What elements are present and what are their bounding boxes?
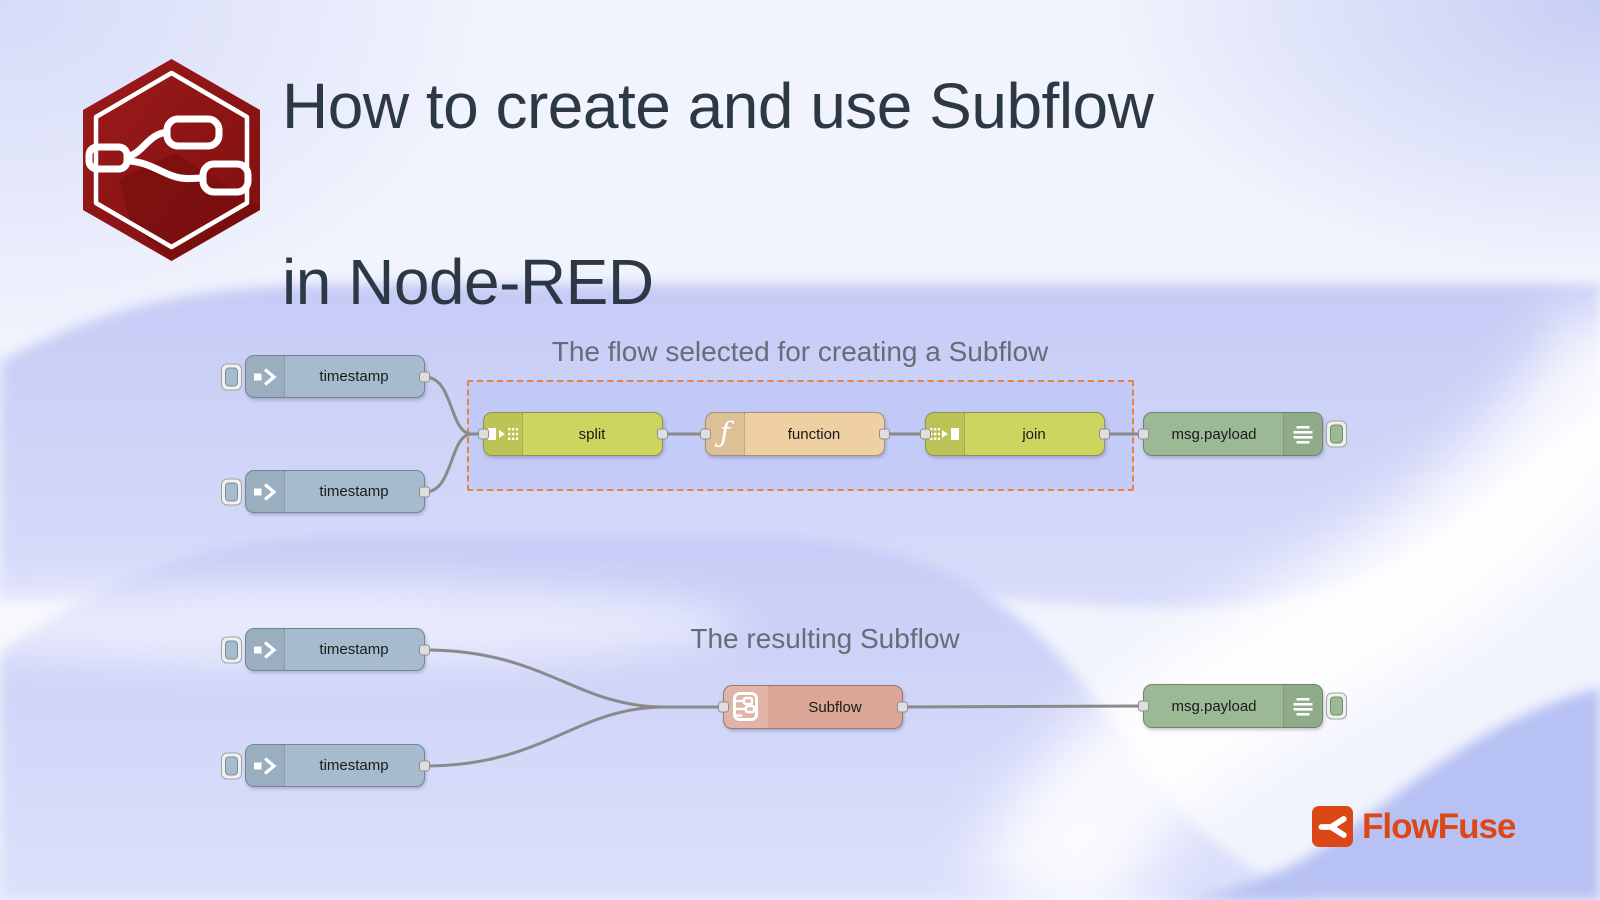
node-label: timestamp bbox=[319, 368, 389, 385]
function-glyph: ƒ bbox=[719, 415, 731, 449]
node-label: msg.payload bbox=[1171, 425, 1257, 443]
inject-arrow-icon bbox=[246, 745, 285, 786]
debug-node-1[interactable]: msg.payload bbox=[1138, 412, 1347, 456]
inject-button[interactable] bbox=[221, 478, 242, 505]
output-port[interactable] bbox=[419, 371, 430, 382]
debug-icon bbox=[1283, 413, 1322, 455]
output-port[interactable] bbox=[657, 428, 668, 440]
page-title: How to create and use Subflow in Node-RE… bbox=[282, 62, 1154, 326]
output-port[interactable] bbox=[419, 486, 430, 497]
input-port[interactable] bbox=[700, 428, 711, 440]
function-icon: ƒ bbox=[706, 413, 745, 455]
debug-toggle-button[interactable] bbox=[1326, 420, 1347, 448]
flowfuse-logo: FlowFuse bbox=[1312, 806, 1516, 847]
inject-node-timestamp-1[interactable]: timestamp bbox=[221, 355, 430, 398]
debug-toggle-button[interactable] bbox=[1326, 692, 1347, 720]
input-port[interactable] bbox=[478, 428, 489, 440]
input-port[interactable] bbox=[920, 428, 931, 440]
node-red-logo-icon bbox=[83, 59, 260, 261]
inject-arrow-icon bbox=[246, 356, 285, 397]
caption-selected-flow: The flow selected for creating a Subflow bbox=[551, 336, 1049, 367]
output-port[interactable] bbox=[879, 428, 890, 440]
inject-button[interactable] bbox=[221, 636, 242, 663]
input-port[interactable] bbox=[1138, 700, 1149, 712]
inject-arrow-icon bbox=[246, 471, 285, 512]
inject-node-timestamp-4[interactable]: timestamp bbox=[221, 744, 430, 787]
inject-button[interactable] bbox=[221, 752, 242, 779]
title-line-1: How to create and use Subflow bbox=[282, 70, 1154, 142]
node-label: timestamp bbox=[319, 757, 389, 774]
join-node[interactable]: join bbox=[920, 412, 1110, 456]
flowfuse-wordmark: FlowFuse bbox=[1362, 806, 1516, 846]
title-line-2: in Node-RED bbox=[282, 246, 654, 318]
inject-node-timestamp-3[interactable]: timestamp bbox=[221, 628, 430, 671]
node-label: timestamp bbox=[319, 483, 389, 500]
output-port[interactable] bbox=[419, 760, 430, 771]
input-port[interactable] bbox=[1138, 428, 1149, 440]
debug-icon bbox=[1283, 685, 1322, 727]
node-label: function bbox=[787, 425, 841, 443]
input-port[interactable] bbox=[718, 701, 729, 713]
node-label: timestamp bbox=[319, 641, 389, 658]
function-node[interactable]: ƒ function bbox=[700, 412, 890, 456]
caption-resulting-subflow: The resulting Subflow bbox=[690, 623, 960, 654]
node-label: split bbox=[578, 425, 606, 443]
output-port[interactable] bbox=[419, 644, 430, 655]
subflow-icon bbox=[724, 686, 769, 728]
debug-node-2[interactable]: msg.payload bbox=[1138, 684, 1347, 728]
subflow-node[interactable]: Subflow bbox=[718, 685, 908, 729]
split-icon bbox=[484, 413, 523, 455]
inject-node-timestamp-2[interactable]: timestamp bbox=[221, 470, 430, 513]
inject-arrow-icon bbox=[246, 629, 285, 670]
node-label: join bbox=[1022, 425, 1046, 443]
split-node[interactable]: split bbox=[478, 412, 668, 456]
output-port[interactable] bbox=[897, 701, 908, 713]
flowfuse-fork-icon bbox=[1312, 806, 1353, 847]
node-label: msg.payload bbox=[1171, 697, 1257, 715]
node-label: Subflow bbox=[808, 698, 862, 716]
output-port[interactable] bbox=[1099, 428, 1110, 440]
inject-button[interactable] bbox=[221, 363, 242, 390]
join-icon bbox=[926, 413, 965, 455]
